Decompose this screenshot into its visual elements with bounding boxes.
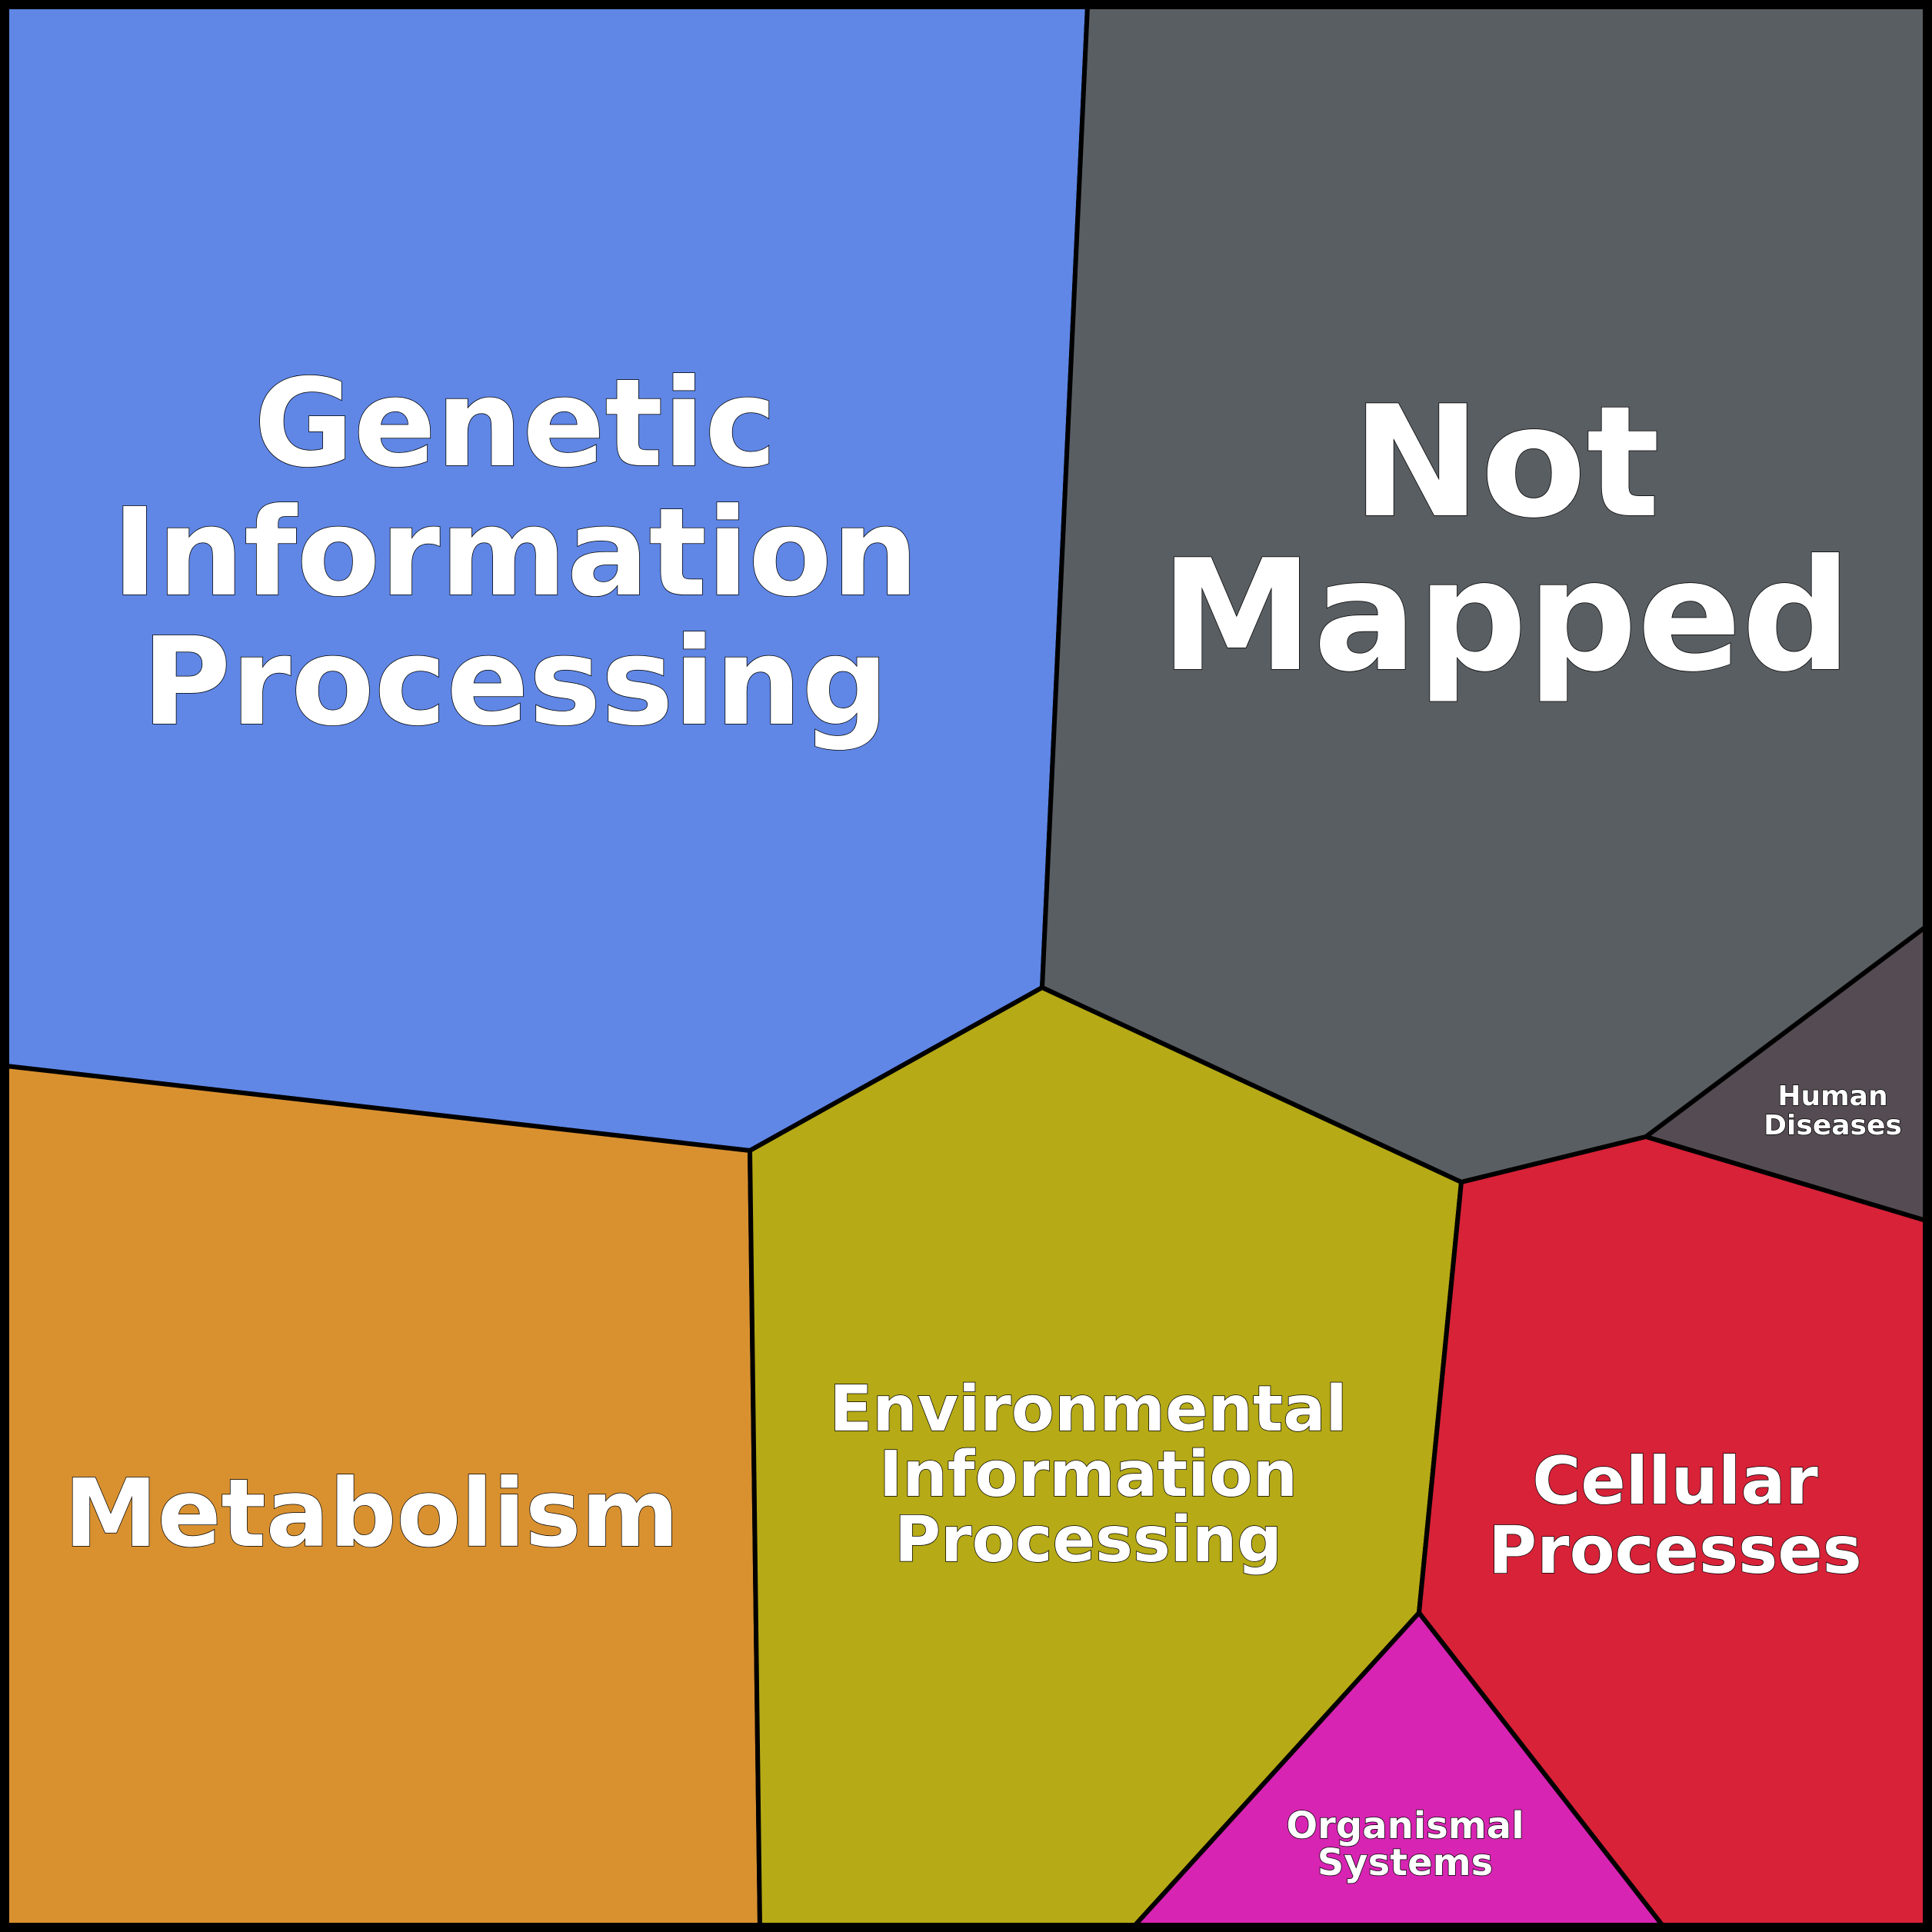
label-line-organismal-systems-2: Systems (1317, 1841, 1494, 1884)
label-line-genetic-information-processing-1: Genetic (254, 353, 777, 495)
label-line-cellular-processes-1: Cellular (1532, 1443, 1818, 1520)
label-metabolism: Metabolism (64, 1459, 678, 1568)
label-line-environmental-information-processing-3: Processing (894, 1504, 1282, 1577)
label-line-genetic-information-processing-2: Information (112, 482, 918, 624)
cells-layer (4, 4, 1928, 1928)
label-line-human-diseases-2: Diseases (1764, 1110, 1902, 1141)
label-line-not-mapped-1: Not (1352, 373, 1660, 552)
label-line-metabolism-1: Metabolism (64, 1459, 678, 1568)
label-line-organismal-systems-1: Organismal (1286, 1804, 1524, 1847)
label-line-human-diseases-1: Human (1777, 1081, 1887, 1112)
label-line-environmental-information-processing-2: Information (879, 1438, 1297, 1511)
label-line-cellular-processes-2: Processes (1488, 1512, 1862, 1589)
label-line-environmental-information-processing-1: Environmental (829, 1373, 1347, 1446)
label-line-not-mapped-2: Mapped (1160, 527, 1851, 706)
label-line-genetic-information-processing-3: Processing (142, 611, 889, 753)
